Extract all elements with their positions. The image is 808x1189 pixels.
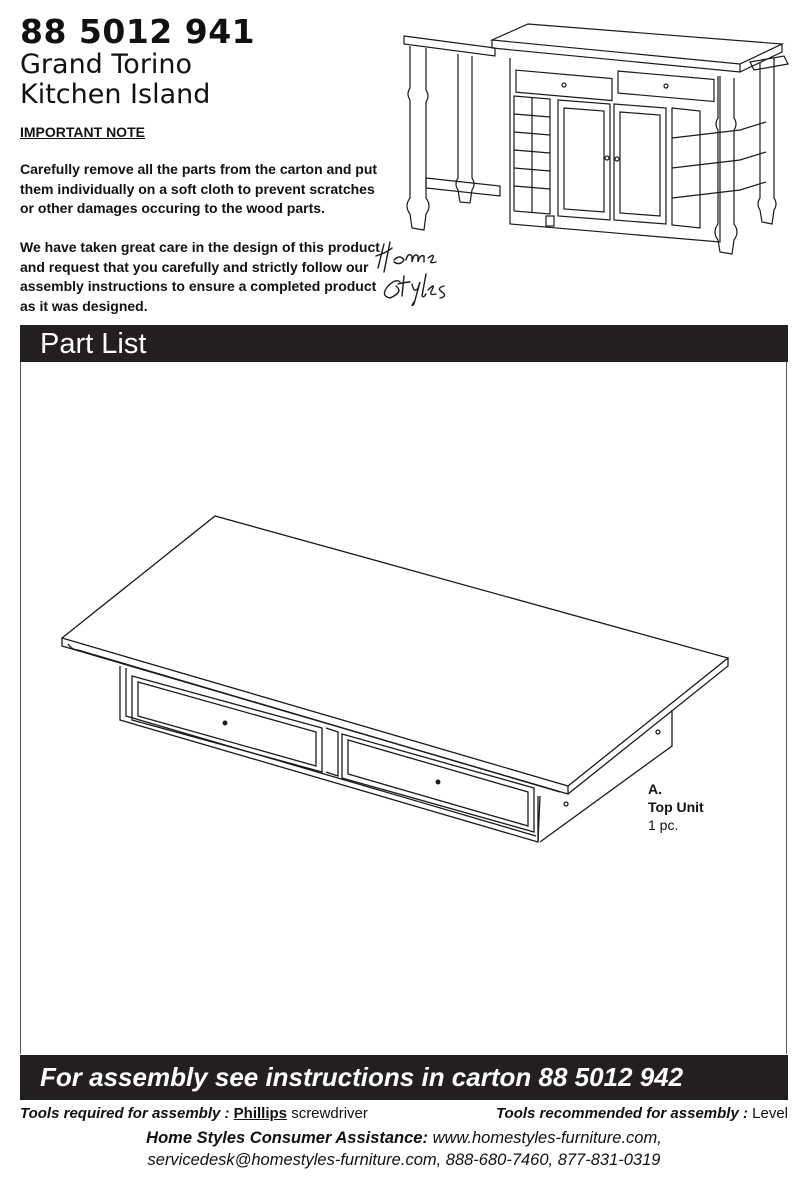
home-styles-logo <box>375 241 446 307</box>
tools-recommended: Tools recommended for assembly : Level <box>496 1104 788 1124</box>
kitchen-island-illustration <box>403 23 789 255</box>
important-note-paragraph-1: Carefully remove all the parts from the … <box>20 161 378 216</box>
model-number: 88 5012 941 <box>20 12 256 51</box>
part-name: Top Unit <box>648 799 704 815</box>
consumer-assistance: Home Styles Consumer Assistance: www.hom… <box>0 1127 808 1171</box>
product-type: Kitchen Island <box>20 79 211 110</box>
consumer-assistance-contacts: servicedesk@homestyles-furniture.com, 88… <box>147 1151 661 1169</box>
tools-required: Tools required for assembly : Phillips s… <box>20 1104 368 1124</box>
assembly-banner: For assembly see instructions in carton … <box>20 1055 788 1100</box>
product-line: Grand Torino <box>20 49 193 80</box>
recommended-tool: Level <box>752 1105 788 1122</box>
important-note-paragraph-2: We have taken great care in the design o… <box>20 239 380 314</box>
part-a-label: A. Top Unit 1 pc. <box>648 780 704 834</box>
product-title: Grand Torino Kitchen Island <box>20 50 320 110</box>
required-tool: Phillips <box>233 1105 288 1122</box>
part-list-title: Part List <box>40 328 147 360</box>
top-unit-illustration <box>60 515 730 843</box>
important-note-title: IMPORTANT NOTE <box>20 124 145 140</box>
tools-required-label: Tools required for assembly : <box>20 1105 230 1122</box>
part-list-header: Part List <box>20 325 788 362</box>
part-quantity: 1 pc. <box>648 817 679 833</box>
part-letter: A. <box>648 781 662 797</box>
tools-recommended-label: Tools recommended for assembly : <box>495 1105 748 1122</box>
consumer-assistance-label: Home Styles Consumer Assistance: <box>146 1129 428 1147</box>
assembly-banner-text: For assembly see instructions in carton … <box>40 1062 684 1092</box>
part-list-panel <box>20 362 787 1054</box>
consumer-assistance-website: www.homestyles-furniture.com, <box>432 1129 662 1147</box>
required-tool-suffix: screwdriver <box>291 1105 368 1122</box>
